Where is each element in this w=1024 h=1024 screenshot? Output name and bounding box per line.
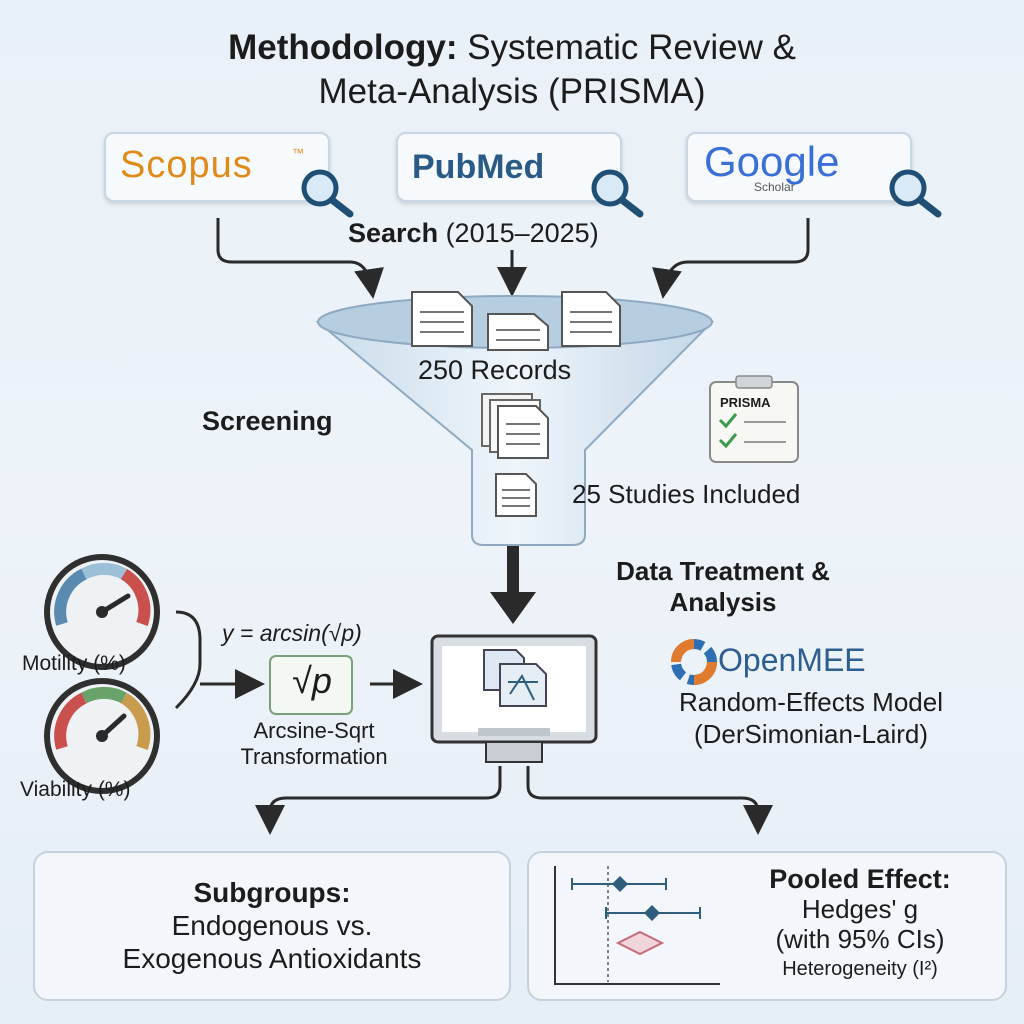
search-icon [889,169,942,218]
viability-label: Viability (%) [20,778,131,801]
search-arrows [216,218,810,299]
transform-formula: y = arcsin(√p) [222,620,362,646]
computer-monitor-icon [430,634,598,763]
sqrt-box [269,655,353,715]
openmee-logo-icon [671,639,717,685]
pooled-effect-card [527,851,1007,1001]
pooled-text: Pooled Effect: Hedges' g (with 95% CIs) … [769,864,951,980]
input-bracket [174,610,423,710]
motility-label: Motility (%) [22,652,126,675]
split-arrows [255,766,773,835]
prisma-label: PRISMA [720,395,771,410]
forest-plot-icon [554,866,720,985]
analysis-heading: Data Treatment & Analysis [616,556,830,617]
subgroups-text: Subgroups: Endogenous vs. Exogenous Anti… [122,877,422,974]
studies-included: 25 Studies Included [572,479,801,509]
prisma-checklist-icon [709,375,799,463]
screening-label: Screening [202,406,333,436]
transform-label: Arcsine-Sqrt Transformation [240,718,388,769]
subgroups-card [33,851,511,1001]
document-stack-icon [481,393,549,459]
page-title: Methodology: Systematic Review & Meta-An… [228,28,796,111]
model-label: Random-Effects Model (DerSimonian-Laird) [679,687,943,749]
viability-gauge-icon [44,678,160,794]
pubmed-logo: PubMed [396,132,622,202]
down-arrow-icon [490,546,536,624]
document-icon [411,291,473,347]
openmee-name: OpenMEE [718,642,866,678]
sqrt-symbol: √p [292,660,332,701]
document-icon [561,291,621,347]
document-icon [487,313,549,351]
motility-gauge-icon [44,554,160,670]
search-icon [591,169,644,218]
search-label: Search (2015–2025) [348,218,599,248]
google-scholar-logo: Google Scholar [686,132,912,202]
records-count: 250 Records [418,355,572,385]
scopus-logo: Scopus ™ [104,132,330,202]
document-icon [495,473,537,517]
search-icon [301,169,354,218]
